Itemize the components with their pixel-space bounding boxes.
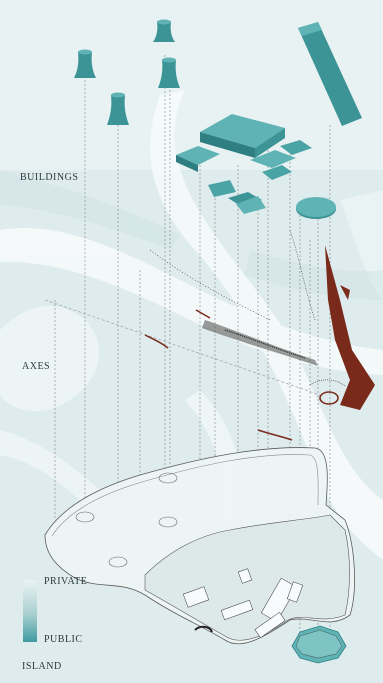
buildings-label: BUILDINGS bbox=[20, 172, 78, 183]
public-legend-label: PUBLIC bbox=[44, 634, 83, 645]
disc-building bbox=[296, 197, 336, 219]
private-legend-label: PRIVATE bbox=[44, 576, 87, 587]
island-label: ISLAND bbox=[22, 661, 62, 672]
axes-label: AXES bbox=[22, 361, 50, 372]
privacy-gradient-legend bbox=[23, 580, 37, 642]
